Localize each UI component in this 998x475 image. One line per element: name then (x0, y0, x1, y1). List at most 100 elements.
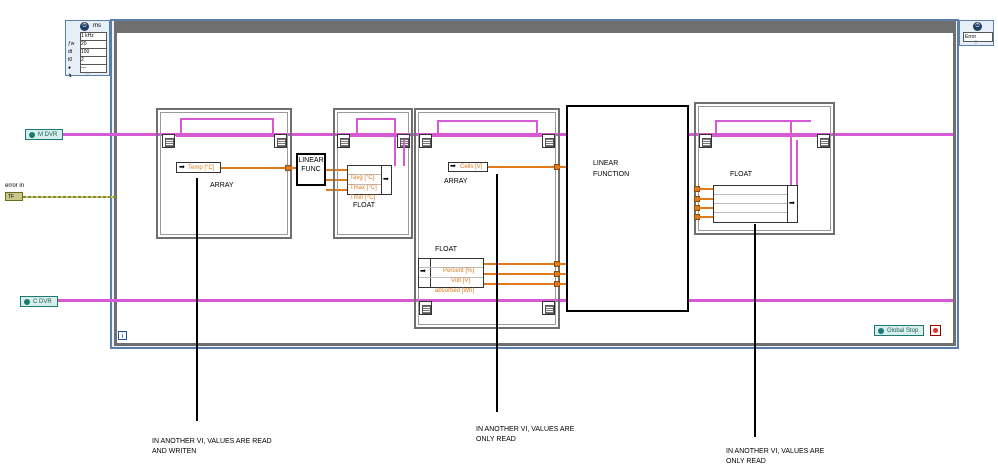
absorbed-wire (484, 283, 554, 285)
bundle-node: ➡ (381, 165, 392, 195)
arrow-icon: ➡ (420, 268, 426, 275)
clock-icon: ⏱ (80, 22, 89, 31)
global-stop-local[interactable]: Global Stop (874, 325, 924, 336)
while-loop (114, 21, 956, 346)
absorbed-wire-out (559, 283, 567, 285)
error-wire (23, 196, 116, 198)
float1-ref-up (356, 118, 358, 136)
error-in-label: error in (5, 183, 25, 189)
float3-ref-down-a (790, 120, 792, 186)
chevron-down-icon: ▽ (86, 72, 90, 78)
config-value[interactable]: --- (80, 64, 107, 73)
array2-ref-top (437, 120, 537, 122)
arrow-icon: ➡ (179, 164, 185, 171)
arrow-icon: ➡ (383, 176, 389, 183)
error-output[interactable]: Error (963, 32, 993, 42)
dvr-in-place-icon (817, 134, 830, 148)
float1-field-row: Tavg [°C] (348, 166, 390, 181)
float2-field-row: Volt [V] (419, 269, 483, 284)
array2-ref-wire (432, 135, 542, 137)
float3-structure (694, 102, 835, 235)
clock-icon: ⏱ (973, 22, 982, 31)
config-row: ● 2 (68, 56, 108, 71)
dvr-in-place-icon (337, 134, 350, 148)
float1-ref-down-a (394, 118, 396, 166)
dvr-in-place-icon (542, 134, 555, 148)
float3-field-row (714, 195, 788, 204)
temp-field: Temp [°C] (188, 165, 215, 171)
float1-field-row: Tmax [°C] (348, 176, 390, 191)
annotation-pointer (496, 174, 498, 412)
array2-ref-up (437, 120, 439, 136)
float2-unbundle: ➡ Percent [%] Volt [V] absorbed [Wh] (418, 258, 484, 294)
linear-func-label: LINEAR FUNC (298, 157, 324, 173)
dvr-icon (29, 131, 35, 138)
float3-ref-up (715, 120, 717, 136)
c-dvr-wire (58, 299, 953, 302)
float3-in-wire (699, 207, 713, 209)
dvr-in-place-icon (419, 134, 432, 148)
float1-inner-frame (337, 112, 409, 235)
loop-iteration-terminal: i (118, 331, 127, 340)
stop-terminal-icon[interactable] (930, 325, 941, 336)
percent-wire-out (559, 263, 567, 265)
float3-field-row (714, 186, 788, 195)
temp-wire (221, 167, 285, 169)
float3-inner-frame (698, 106, 831, 231)
array1-ref-wire-up (180, 118, 182, 136)
array1-inner-frame (160, 112, 288, 235)
float1-ref-top (356, 118, 396, 120)
arrow-icon: ➡ (789, 200, 795, 207)
dvr-icon (878, 327, 884, 334)
float3-field-row (714, 204, 788, 213)
linear-function-label: LINEAR FUNCTION (593, 160, 630, 178)
arrow-icon: ➡ (450, 163, 456, 170)
float3-in-wire (699, 216, 713, 218)
config-row: ↯ --- (68, 64, 108, 79)
float3-ref-down-b (796, 140, 798, 186)
config-row: ƒw 1 kHz (68, 32, 108, 47)
annotation-pointer (196, 178, 198, 421)
c-dvr-control[interactable]: C DVR (20, 296, 58, 307)
bundle-node: ➡ (787, 185, 798, 223)
cells-wire (488, 166, 554, 168)
annotation-pointer (754, 224, 756, 437)
annotation-text: IN ANOTHER VI, VALUES ARE ONLY READ (476, 426, 575, 443)
volt-wire (484, 273, 554, 275)
float3-in-wire (699, 198, 713, 200)
array2-structure (414, 108, 560, 329)
float2-field-row: Percent [%] (419, 259, 483, 274)
array1-label: ARRAY (210, 182, 234, 189)
timed-loop-config[interactable]: ⏱ ms ƒw 1 kHz dt 20 t0 100 ● 2 ↯ --- ▽ (65, 20, 110, 79)
array2-inner-frame (418, 112, 556, 325)
float2-field-row: absorbed [Wh] (435, 288, 475, 294)
array1-ref-wire-down (272, 118, 274, 136)
cells-field: Cells [V] (460, 164, 483, 170)
temp-wire-out (290, 167, 296, 169)
array2-unbundle: ➡ Cells [V] (448, 162, 488, 172)
volt-wire-out (559, 273, 567, 275)
config-row: dt 20 (68, 40, 108, 55)
array1-structure (156, 108, 292, 239)
chevron-down-icon: ▽ (974, 40, 978, 46)
m-dvr-control[interactable]: M DVR (25, 129, 63, 140)
percent-wire (484, 263, 554, 265)
float3-in-wire (699, 188, 713, 190)
dvr-in-place-icon (419, 301, 432, 315)
float1-ref-down-b (403, 140, 405, 166)
error-in-control[interactable]: TF (5, 192, 23, 201)
timed-loop-output[interactable]: ⏱ Error ▽ (959, 20, 994, 46)
float1-ref-wire (350, 135, 397, 137)
array2-label: ARRAY (444, 178, 468, 185)
dvr-icon (24, 298, 30, 305)
linear-function-block: LINEAR FUNCTION (566, 105, 689, 312)
float1-structure (333, 108, 413, 239)
float3-ref-wire (712, 135, 817, 137)
unbundle-node: ➡ (419, 259, 431, 287)
array2-ref-down (536, 120, 538, 136)
dvr-in-place-icon (274, 134, 287, 148)
float3-ref-top (715, 120, 811, 122)
dvr-in-place-icon (162, 134, 175, 148)
dvr-in-place-icon (699, 134, 712, 148)
annotation-text: IN ANOTHER VI, VALUES ARE ONLY READ (726, 448, 825, 465)
